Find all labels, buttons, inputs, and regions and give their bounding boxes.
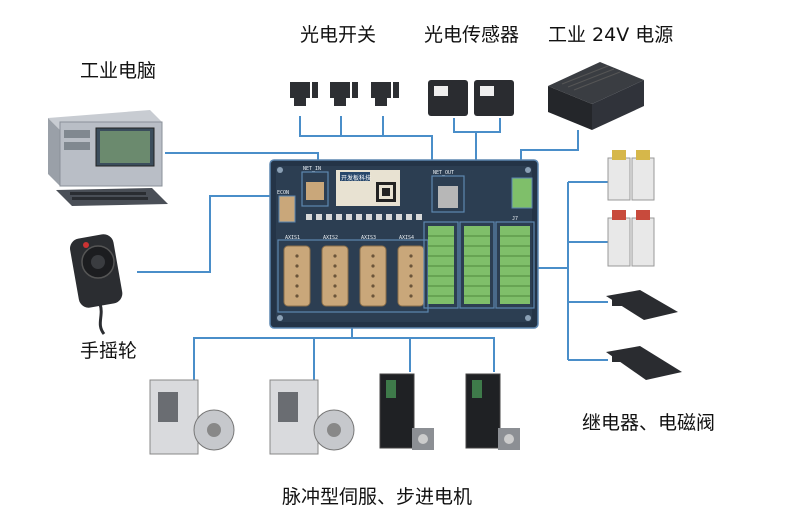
industrial-pc-label: 工业电脑 xyxy=(80,60,157,82)
photo-switch-label: 光电开关 xyxy=(300,24,377,46)
relay-illustrations xyxy=(607,150,655,267)
photo-sensor-illustrations xyxy=(428,80,514,116)
handwheel-illustration xyxy=(70,234,123,335)
terminal-blocks xyxy=(423,221,535,309)
axis-connectors xyxy=(277,239,429,313)
net-out-port xyxy=(431,175,465,213)
line-handwheel-to-econ xyxy=(137,195,277,273)
relay-valve-label: 继电器、电磁阀 xyxy=(582,412,716,434)
controller-board: NET_IN NET_OUT ECON AXIS1 AXIS2 AXIS3 AX… xyxy=(269,159,539,329)
line-axis-bus-right xyxy=(352,337,495,372)
photo-sensor-label: 光电传感器 xyxy=(424,24,520,46)
net-in-text: NET_IN xyxy=(303,166,321,172)
terminal-block-1 xyxy=(428,226,454,304)
net-in-port xyxy=(301,171,329,207)
econ-port xyxy=(278,195,296,223)
j7-text: J7 xyxy=(512,216,518,222)
photo-switch-illustrations xyxy=(290,82,399,106)
econ-text: ECON xyxy=(277,190,289,196)
power-supply-label: 工业 24V 电源 xyxy=(548,24,674,46)
industrial-pc-illustration xyxy=(48,110,168,206)
solenoid-valve-illustrations xyxy=(606,290,682,380)
terminal-block-2 xyxy=(464,226,490,304)
power-supply-illustration xyxy=(548,62,644,130)
power-terminal xyxy=(511,177,533,209)
servo-stepper-label: 脉冲型伺服、步进电机 xyxy=(282,486,473,508)
status-led-row xyxy=(306,214,422,220)
axis3-text: AXIS3 xyxy=(361,235,376,241)
board-logo-text: 开发板科技 xyxy=(341,174,371,182)
servo-motor-illustrations xyxy=(149,379,355,455)
axis2-text: AXIS2 xyxy=(323,235,338,241)
line-sensor-bus xyxy=(453,118,501,133)
terminal-block-3 xyxy=(500,226,530,304)
net-out-text: NET_OUT xyxy=(433,170,454,176)
handwheel-label: 手摇轮 xyxy=(80,340,138,362)
connector-lines xyxy=(137,116,608,380)
axis4-text: AXIS4 xyxy=(399,235,414,241)
axis1-text: AXIS1 xyxy=(285,235,300,241)
stepper-motor-illustrations xyxy=(379,373,520,450)
